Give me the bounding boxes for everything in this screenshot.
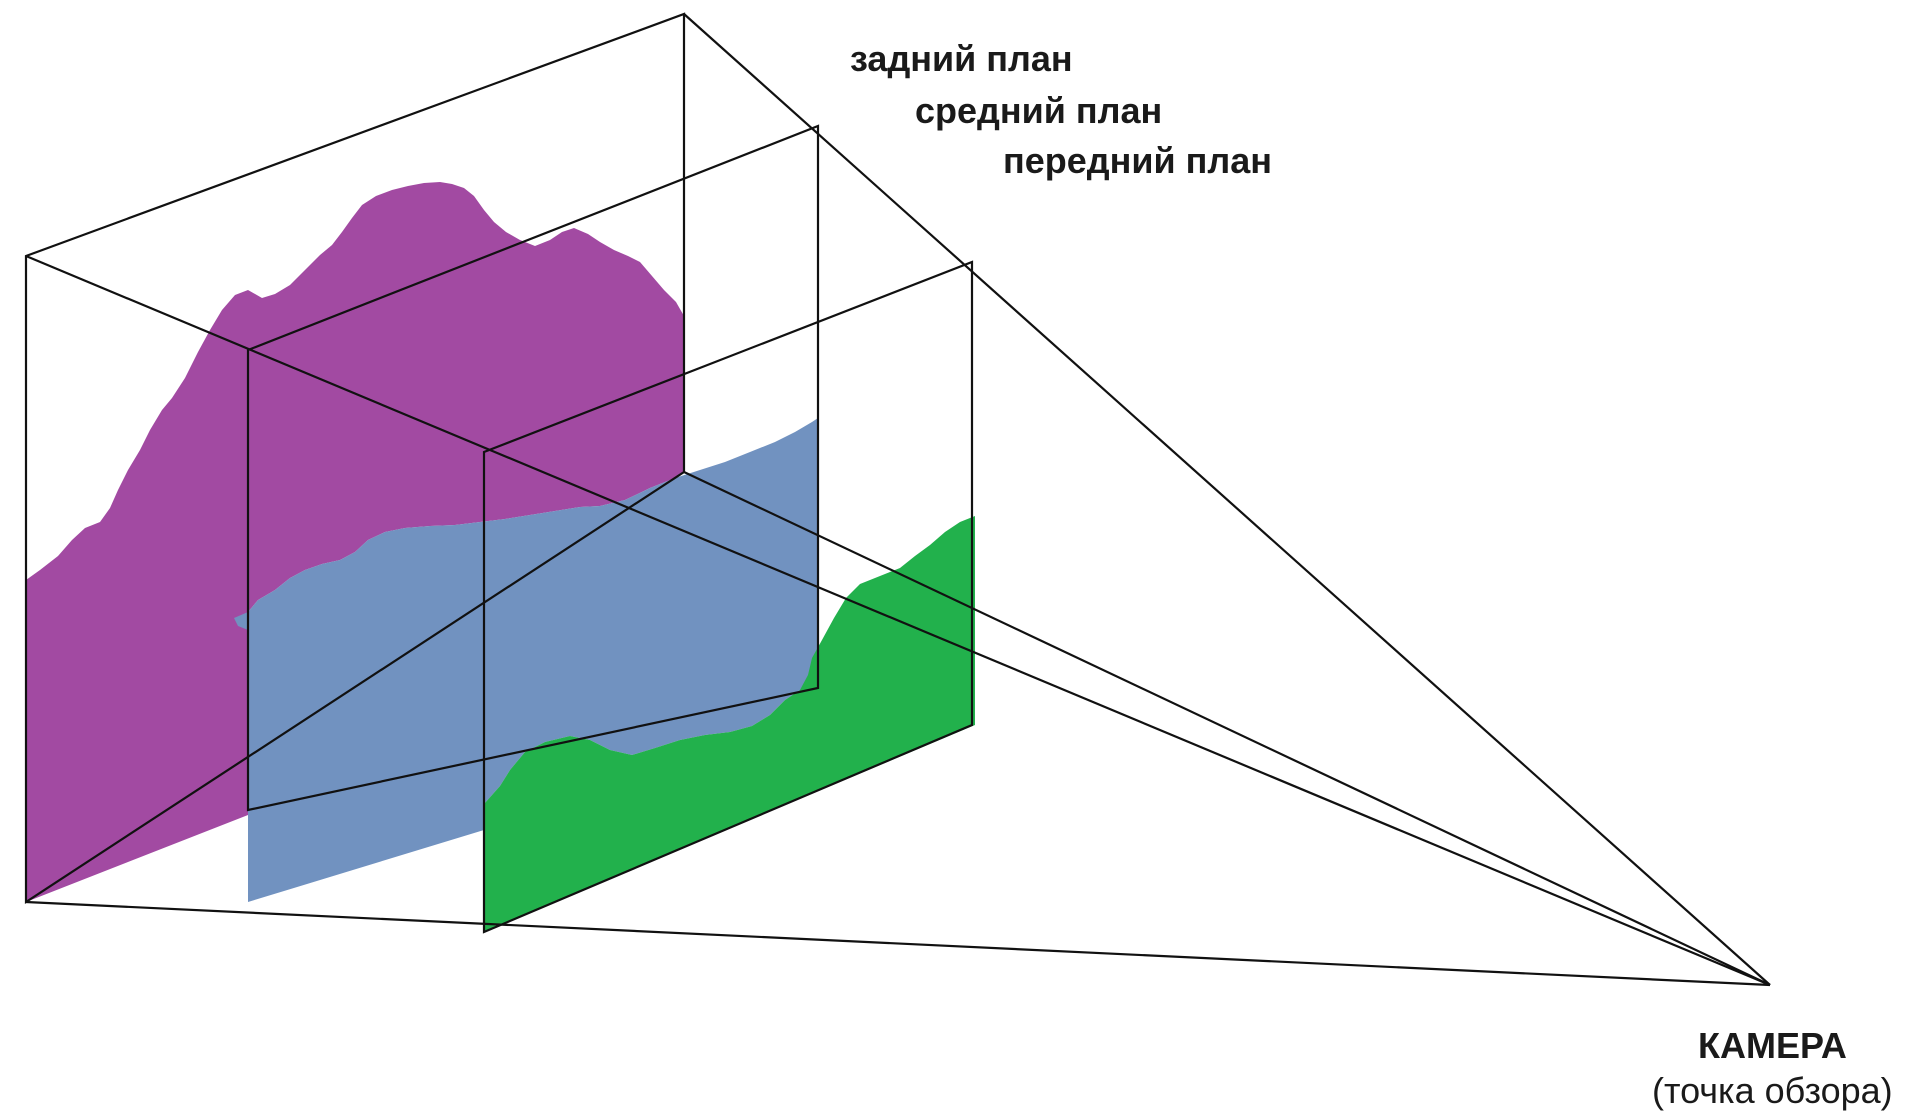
foreground-plane-label: передний план xyxy=(1003,140,1273,181)
ray-top-right xyxy=(683,13,1771,986)
camera-note: (точка обзора) xyxy=(1652,1070,1893,1111)
middle-plane-frame xyxy=(246,124,820,812)
front-plane-frame xyxy=(482,260,974,934)
camera-label: КАМЕРА xyxy=(1698,1025,1847,1066)
background-layer-silhouette xyxy=(26,182,684,902)
ray-bottom-left xyxy=(25,900,1771,987)
middle-plane-label: средний план xyxy=(915,90,1163,131)
perspective-lines xyxy=(24,12,1771,987)
ray-top-left xyxy=(25,254,1771,987)
foreground-layer-silhouette xyxy=(484,516,975,932)
ray-bottom-right xyxy=(683,471,1771,986)
background-plane-label: задний план xyxy=(850,38,1073,79)
